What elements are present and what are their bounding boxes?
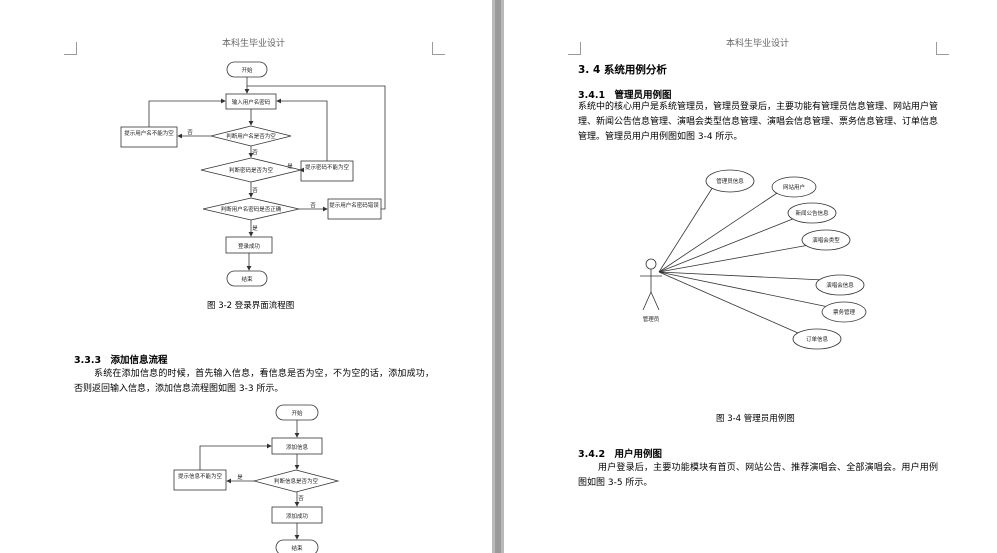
flow2-check-text: 判断信息是否为空 xyxy=(274,477,319,485)
margin-corner-mark xyxy=(568,42,581,55)
end2-terminal xyxy=(275,539,319,553)
flow2-prompt-text: 提示信息不能为空 xyxy=(178,472,223,480)
flow1-check-correct-text: 判断用户名密码是否正确 xyxy=(221,205,282,213)
flow1-no-label: 否 xyxy=(187,129,193,136)
flow1-check-pwd-text: 判断密码是否为空 xyxy=(229,166,274,174)
subsection-paragraph: 用户登录后，主要功能模块有首页、网站公告、推荐演唱会、全部演唱会。用户用例图如图… xyxy=(578,463,938,488)
flow2-success-text: 添加成功 xyxy=(286,512,309,520)
usecase-ellipse xyxy=(821,301,867,323)
usecase-association-line xyxy=(658,244,810,273)
end-terminal xyxy=(226,270,268,287)
section-paragraph: 系统在添加信息的时候，首先输入信息，看信息是否为空，不为空的话，添加成功，否则返… xyxy=(74,369,434,394)
usecase-label: 订单信息 xyxy=(806,335,829,343)
margin-corner-mark xyxy=(64,42,77,55)
flow2-start-text: 开始 xyxy=(291,409,303,417)
margin-corner-mark xyxy=(936,42,949,55)
usecase-association-line xyxy=(658,271,801,335)
page-gap xyxy=(492,0,504,553)
section-heading: 3. 4 系统用例分析 xyxy=(578,64,667,76)
flow1-prompt-wrong-text: 提示用户名密码错误 xyxy=(329,201,379,209)
flow1-yes-label: 是 xyxy=(287,163,293,170)
flow2-yes-label: 是 xyxy=(237,474,243,481)
login-flowchart: 开始 输入用户名密码 判断用户名是否为空 判断密码是否为空 判断用户名密码是否正… xyxy=(120,61,386,553)
flow1-check-user-text: 判断用户名是否为空 xyxy=(226,132,276,140)
actor-label: 管理员 xyxy=(643,315,660,323)
margin-corner-mark xyxy=(432,42,445,55)
usecase-association-line xyxy=(658,271,829,308)
flow2-no-label: 否 xyxy=(298,495,304,502)
flow1-input-text: 输入用户名密码 xyxy=(232,98,271,106)
usecase-ellipse xyxy=(787,202,837,224)
flow2-end-text: 结束 xyxy=(291,544,303,552)
prompt-info-empty-box xyxy=(173,469,227,491)
page-header: 本科生毕业设计 xyxy=(222,39,286,49)
usecase-ellipse xyxy=(815,274,865,296)
usecase-association-line xyxy=(658,191,779,273)
flow1-no-label: 否 xyxy=(252,187,258,194)
flow1-prompt-pwd-text: 提示密码不能为空 xyxy=(305,163,350,171)
figure-caption: 图 3-2 登录界面流程图 xyxy=(207,301,295,311)
usecase-label: 新闻公告信息 xyxy=(795,209,829,217)
subsection-heading: 3.4.2 用户用例图 xyxy=(578,449,663,460)
right-page: 本科生毕业设计 3. 4 系统用例分析 3.4.1 管理员用例图 系统中的核心用… xyxy=(504,0,997,553)
usecase-label: 演唱会类型 xyxy=(812,236,840,244)
flow1-start-text: 开始 xyxy=(241,66,253,74)
usecase-association-line xyxy=(658,186,714,273)
prompt-wrong-box xyxy=(327,198,382,220)
flow1-success-text: 登录成功 xyxy=(238,242,261,250)
page-header: 本科生毕业设计 xyxy=(726,39,790,49)
usecase-ellipse xyxy=(792,328,842,350)
usecase-label: 演唱会信息 xyxy=(826,281,854,289)
flow1-no-label: 否 xyxy=(252,149,258,156)
subsection-heading: 3.4.1 管理员用例图 xyxy=(578,90,672,101)
flow1-yes-label: 是 xyxy=(252,225,258,232)
section-heading: 3.3.3 添加信息流程 xyxy=(74,355,168,366)
usecase-label: 管理员信息 xyxy=(716,177,744,185)
decision-empty-info xyxy=(252,469,340,493)
figure-caption: 图 3-4 管理员用例图 xyxy=(716,414,795,424)
usecase-label: 网站用户 xyxy=(783,183,805,191)
usecase-ellipse xyxy=(705,169,755,193)
flow1-no-label: 否 xyxy=(310,202,316,209)
usecase-ellipse xyxy=(801,229,851,251)
usecase-ellipse xyxy=(771,176,817,198)
usecase-label: 票务管理 xyxy=(833,308,856,316)
prompt-pwd-empty-box xyxy=(300,160,354,182)
prompt-user-empty-box xyxy=(120,126,178,148)
usecase-association-line xyxy=(658,217,796,273)
left-page: 本科生毕业设计 xyxy=(0,0,492,553)
page-gap-bar xyxy=(495,0,501,553)
flow1-prompt-user-text: 提示用户名不能为空 xyxy=(124,129,174,137)
subsection-paragraph: 系统中的核心用户是系统管理员，管理员登录后，主要功能有管理员信息管理、网站用户管… xyxy=(578,102,939,142)
flow1-end-text: 结束 xyxy=(241,275,253,283)
flow2-add-text: 添加信息 xyxy=(286,443,309,451)
usecase-association-line xyxy=(658,271,824,281)
actor-head xyxy=(645,258,657,270)
